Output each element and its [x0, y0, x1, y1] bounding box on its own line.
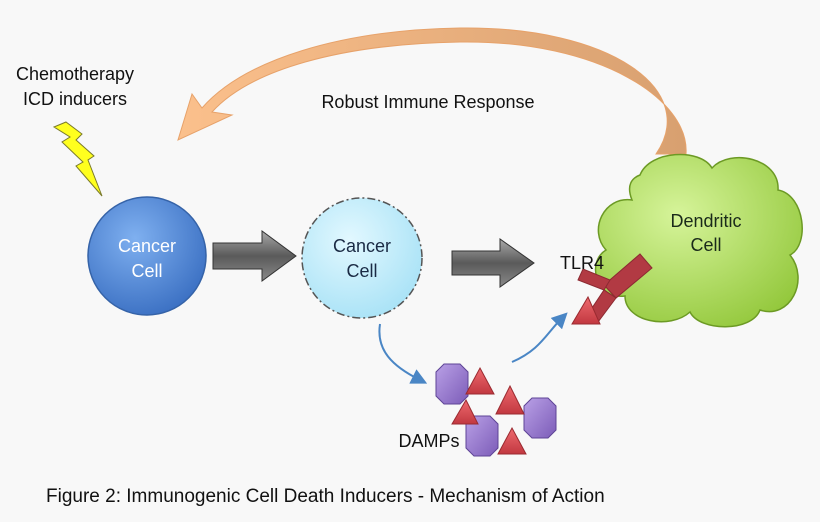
chemo-label-line2: ICD inducers [23, 89, 127, 109]
gray-arrow-1 [212, 230, 297, 282]
damp-triangle-1 [465, 366, 495, 395]
dendritic-cell-label-line1: Dendritic [670, 211, 741, 231]
blue-arrow-up [511, 312, 568, 363]
chemo-label-line1: Chemotherapy [16, 64, 134, 84]
damp-triangle-3 [451, 398, 479, 425]
damp-hexagon-1 [435, 363, 469, 405]
tlr4-label: TLR4 [560, 253, 604, 273]
gray-arrow-2 [451, 238, 535, 288]
curved-response-arrow [177, 27, 687, 155]
mechanism-diagram: Chemotherapy ICD inducers Robust Immune … [16, 27, 803, 457]
damps-label: DAMPs [398, 431, 459, 451]
cancer-cell-1-label-line2: Cell [131, 261, 162, 281]
response-label: Robust Immune Response [321, 92, 534, 112]
damps-cluster [435, 363, 557, 457]
damp-triangle-4 [497, 426, 527, 455]
lightning-icon [52, 121, 103, 197]
damp-hexagon-2 [523, 397, 557, 439]
cancer-cell-2-label-line1: Cancer [333, 236, 391, 256]
damp-hexagon-3 [465, 415, 499, 457]
figure-caption: Figure 2: Immunogenic Cell Death Inducer… [46, 486, 605, 507]
cancer-cell-1-label-line1: Cancer [118, 236, 176, 256]
blue-arrow-down [378, 323, 428, 384]
damp-triangle-2 [495, 384, 525, 415]
dendritic-cell-label-line2: Cell [690, 235, 721, 255]
cancer-cell-2 [301, 197, 423, 319]
dendritic-cell [594, 153, 803, 328]
cancer-cell-2-label-line2: Cell [346, 261, 377, 281]
damp-triangle-bound [571, 295, 601, 325]
cancer-cell-1 [87, 196, 207, 316]
